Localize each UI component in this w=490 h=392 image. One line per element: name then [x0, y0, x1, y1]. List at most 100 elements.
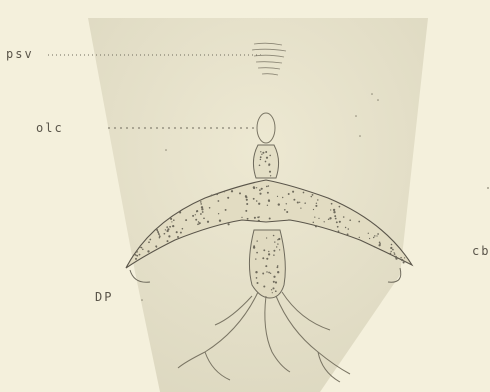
stipple-dot — [390, 253, 392, 255]
stipple-dot — [200, 203, 202, 205]
stipple-dot — [273, 281, 275, 283]
stipple-dot — [391, 244, 393, 246]
olc-label: olc — [36, 121, 64, 135]
stipple-dot — [245, 210, 247, 212]
stipple-dot — [278, 203, 280, 205]
stipple-dot — [272, 292, 273, 293]
stipple-dot — [317, 199, 318, 200]
stipple-dot — [156, 246, 157, 247]
stipple-dot — [195, 219, 197, 221]
stipple-dot — [268, 165, 269, 166]
stipple-dot — [149, 239, 151, 241]
stipple-dot — [368, 233, 369, 234]
stipple-dot — [211, 195, 213, 197]
stipple-dot — [269, 217, 271, 219]
stipple-dot — [169, 226, 171, 228]
stipple-dot — [216, 193, 218, 195]
stipple-dot — [314, 216, 315, 217]
stipple-dot — [271, 289, 272, 290]
stipple-dot — [262, 257, 264, 259]
stipple-dot — [273, 276, 275, 278]
stipple-dot — [200, 213, 202, 215]
stipple-dot — [318, 218, 319, 219]
stipple-dot — [224, 191, 225, 192]
stipple-dot — [227, 197, 229, 199]
stipple-dot — [247, 218, 249, 220]
stipple-dot — [225, 209, 227, 211]
stipple-dot — [278, 238, 280, 240]
stipple-dot — [279, 249, 280, 250]
stipple-dot — [177, 236, 179, 238]
stipple-dot — [167, 240, 169, 242]
stipple-dot — [393, 252, 394, 253]
stipple-dot — [402, 260, 403, 261]
stipple-dot — [266, 258, 268, 260]
stipple-dot — [333, 209, 335, 211]
stipple-dot — [197, 224, 199, 226]
stipple-dot — [256, 240, 257, 241]
stipple-dot — [173, 219, 175, 221]
stipple-dot — [256, 252, 258, 254]
stipple-dot — [198, 221, 199, 222]
stipple-dot — [333, 211, 335, 213]
stipple-dot — [263, 285, 265, 287]
stipple-dot — [246, 203, 248, 205]
stipple-dot — [299, 202, 300, 203]
dp-label: DP — [95, 290, 113, 304]
stipple-dot — [195, 214, 196, 215]
stipple-dot — [260, 159, 262, 161]
stipple-dot — [259, 189, 261, 191]
stipple-dot — [141, 247, 143, 249]
stipple-dot — [300, 207, 301, 208]
stipple-dot — [139, 246, 141, 248]
stipple-dot — [168, 235, 170, 237]
stipple-dot — [158, 234, 159, 235]
stipple-dot — [343, 216, 345, 218]
stipple-dot — [228, 223, 230, 225]
stipple-dot — [270, 175, 271, 176]
stipple-dot — [378, 244, 380, 246]
stipple-dot — [254, 217, 256, 219]
stipple-dot — [255, 258, 256, 259]
stipple-dot — [209, 207, 211, 209]
stipple-dot — [166, 226, 168, 228]
stipple-dot — [268, 200, 270, 202]
stipple-dot — [241, 217, 242, 218]
stipple-dot — [263, 249, 265, 251]
stipple-dot — [260, 151, 261, 152]
stipple-dot — [267, 205, 268, 206]
stipple-dot — [253, 246, 255, 248]
stipple-dot — [316, 203, 317, 204]
stipple-dot — [139, 254, 141, 256]
stipple-dot — [312, 194, 314, 196]
stipple-dot — [394, 253, 396, 255]
stipple-dot — [267, 192, 269, 194]
stipple-dot — [259, 216, 260, 217]
stipple-dot — [369, 238, 370, 239]
stipple-dot — [176, 231, 178, 233]
stipple-dot — [391, 251, 392, 252]
stipple-dot — [202, 211, 204, 213]
stipple-dot — [256, 187, 257, 188]
stipple-dot — [167, 228, 169, 230]
stipple-dot — [277, 243, 278, 244]
stipple-dot — [275, 290, 277, 292]
stipple-dot — [286, 203, 287, 204]
stipple-dot — [136, 251, 138, 253]
stipple-dot — [315, 225, 317, 227]
stipple-dot — [324, 221, 325, 222]
stipple-dot — [256, 200, 258, 202]
stipple-dot — [404, 257, 405, 258]
stipple-dot — [268, 185, 270, 187]
stipple-dot — [334, 215, 336, 217]
stipple-dot — [377, 233, 379, 235]
stipple-dot — [270, 273, 271, 274]
stipple-dot — [245, 196, 247, 198]
stipple-dot — [258, 203, 260, 205]
stipple-dot — [293, 199, 295, 201]
stipple-dot — [258, 220, 260, 222]
stipple-dot — [203, 217, 205, 219]
stipple-dot — [179, 211, 181, 213]
